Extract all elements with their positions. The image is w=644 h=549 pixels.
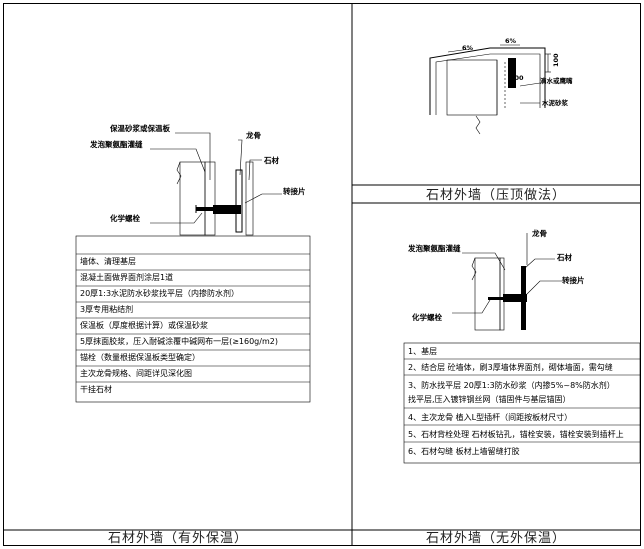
left-step: 3厚专用粘结剂 (80, 304, 133, 314)
left-labels: 保温砂浆或保温板 发泡聚氨酯灌缝 龙骨 石材 转接片 化学螺栓 (89, 123, 306, 223)
label-anchor: 化学螺栓 (110, 213, 140, 223)
coping-detail-drawing (429, 44, 551, 135)
label-stone: 石材 (556, 252, 572, 262)
concrete-wall (179, 161, 206, 236)
right-step: 1、基层 (408, 346, 437, 356)
left-step: 保温板（厚度根据计算）或保温砂浆 (80, 320, 208, 330)
left-step: 主次龙骨规格、间距详见深化图 (80, 368, 192, 378)
sheet-frame (3, 3, 641, 546)
right-step: 3、防水找平层 20厚1:3防水砂浆（内掺5%~8%防水剂） (408, 380, 615, 390)
left-steps-table: 墙体、清理基层 混凝土面做界面剂涂层1道 20厚1:3水泥防水砂浆找平层（内掺防… (75, 235, 311, 403)
base-wall (474, 257, 501, 331)
bottom-right-caption: 石材外墙（无外保温） (426, 531, 566, 546)
right-step: 5、石材背栓处理 石材板钻孔，锚栓安装，锚栓安装到插杆上 (408, 429, 624, 439)
chemical-anchor (196, 207, 214, 211)
left-detail-drawing (150, 132, 282, 236)
label-slope-right: 6% (505, 37, 517, 45)
bottom-right-labels: 发泡聚氨酯灌缝 龙骨 石材 转接片 化学螺栓 (407, 228, 585, 322)
parapet-wall (446, 59, 498, 116)
coping-keel (508, 58, 516, 88)
connector-bracket (503, 294, 527, 302)
left-step: 20厚1:3水泥防水砂浆找平层（内掺防水剂） (80, 288, 239, 298)
left-step: 墙体、清理基层 (80, 256, 136, 266)
left-step: 锚栓（数量根据保温板类型确定） (80, 352, 200, 362)
label-stone: 石材 (263, 155, 279, 165)
label-dim: 100 (552, 53, 560, 67)
label-anchor: 化学螺栓 (412, 312, 442, 322)
top-right-caption: 石材外墙（压顶做法） (426, 188, 566, 203)
bottom-right-steps-table: 1、基层 2、结合层 砼墙体，刷3厚墙体界面剂，砌体墙面，需勾缝 3、防水找平层… (403, 342, 641, 464)
label-dim-2: 100 (510, 74, 524, 82)
label-connector: 转接片 (283, 186, 306, 196)
right-step: 找平层,压入镀锌钢丝网（锚固件与基层锚固） (408, 394, 571, 404)
bottom-right-detail-drawing (452, 233, 562, 331)
label-connector: 转接片 (562, 275, 585, 285)
right-step: 4、主次龙骨 植入L型插杆（间距按板材尺寸） (408, 412, 572, 422)
right-step: 6、石材勾缝 板材上墙留缝打胶 (408, 446, 520, 456)
label-mortar: 水泥砂浆 (542, 98, 569, 107)
left-step: 5厚抹面胶浆，压入耐碱涂覆中碱网布一层(≥160g/m2) (80, 336, 278, 346)
label-keel: 龙骨 (246, 130, 261, 140)
label-insulation: 保温砂浆或保温板 (109, 123, 170, 133)
label-slope-left: 6% (462, 44, 474, 52)
left-step: 混凝土面做界面剂涂层1道 (80, 272, 173, 282)
left-step: 干挂石材 (80, 384, 112, 394)
label-drip: 滴水或鹰嘴 (540, 76, 573, 85)
keel (235, 169, 243, 233)
label-keel: 龙骨 (532, 228, 547, 238)
connector-bracket (213, 205, 241, 214)
chemical-anchor (488, 297, 504, 300)
label-foam: 发泡聚氨酯灌缝 (407, 243, 461, 253)
label-foam: 发泡聚氨酯灌缝 (89, 139, 143, 149)
left-caption: 石材外墙（有外保温） (108, 531, 248, 546)
right-step: 2、结合层 砼墙体，刷3厚墙体界面剂，砌体墙面，需勾缝 (408, 362, 613, 372)
coping-labels: 6% 6% 100 100 滴水或鹰嘴 水泥砂浆 (462, 37, 573, 107)
